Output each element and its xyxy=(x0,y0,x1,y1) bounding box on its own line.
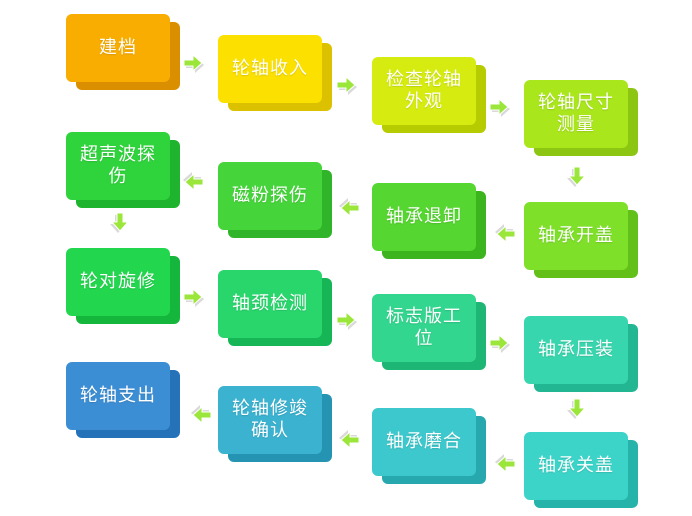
process-step-label: 轴承开盖 xyxy=(538,224,614,246)
process-step-label: 轮轴收入 xyxy=(232,57,308,79)
process-step-label: 轴颈检测 xyxy=(232,292,308,314)
flow-arrow-icon xyxy=(336,310,358,332)
process-step-label: 轴承退卸 xyxy=(386,205,462,227)
flow-arrow-icon xyxy=(108,212,130,234)
flow-arrow-icon xyxy=(336,75,358,97)
flow-arrow-icon xyxy=(182,170,204,192)
flow-arrow-icon xyxy=(489,333,511,355)
process-step-label: 磁粉探伤 xyxy=(232,184,308,206)
flow-arrow-icon xyxy=(494,222,516,244)
process-step-label: 轮轴修竣 确认 xyxy=(232,397,308,442)
process-step-16: 轮轴支出 xyxy=(66,356,182,430)
process-step-label: 轮轴支出 xyxy=(80,384,156,406)
process-step-label: 检查轮轴 外观 xyxy=(386,68,462,113)
process-step-1: 建档 xyxy=(66,8,182,82)
flow-arrow-icon xyxy=(183,53,205,75)
process-step-label: 建档 xyxy=(99,36,137,58)
process-step-label: 轴承关盖 xyxy=(538,454,614,476)
process-step-label: 轴承磨合 xyxy=(386,430,462,452)
process-step-7: 磁粉探伤 xyxy=(218,156,334,230)
process-step-9: 轮对旋修 xyxy=(66,242,182,316)
flow-arrow-icon xyxy=(338,428,360,450)
process-step-2: 轮轴收入 xyxy=(218,29,334,103)
process-step-12: 轴承压装 xyxy=(524,310,640,384)
process-step-label: 标志版工 位 xyxy=(386,305,462,350)
process-step-5: 轴承开盖 xyxy=(524,196,640,270)
process-step-label: 轮对旋修 xyxy=(80,270,156,292)
process-step-15: 轮轴修竣 确认 xyxy=(218,380,334,454)
process-step-label: 超声波探 伤 xyxy=(80,143,156,188)
process-step-6: 轴承退卸 xyxy=(372,177,488,251)
process-step-label: 轮轴尺寸 测量 xyxy=(538,91,614,136)
process-step-8: 超声波探 伤 xyxy=(66,126,182,200)
process-step-11: 标志版工 位 xyxy=(372,288,488,362)
process-step-label: 轴承压装 xyxy=(538,338,614,360)
process-step-3: 检查轮轴 外观 xyxy=(372,51,488,125)
flow-arrow-icon xyxy=(565,398,587,420)
flow-arrow-icon xyxy=(565,166,587,188)
flow-arrow-icon xyxy=(183,287,205,309)
flow-arrow-icon xyxy=(338,196,360,218)
process-step-14: 轴承磨合 xyxy=(372,402,488,476)
process-step-10: 轴颈检测 xyxy=(218,264,334,338)
flow-arrow-icon xyxy=(489,97,511,119)
flow-arrow-icon xyxy=(190,403,212,425)
process-step-4: 轮轴尺寸 测量 xyxy=(524,74,640,148)
flow-arrow-icon xyxy=(494,452,516,474)
process-step-13: 轴承关盖 xyxy=(524,426,640,500)
